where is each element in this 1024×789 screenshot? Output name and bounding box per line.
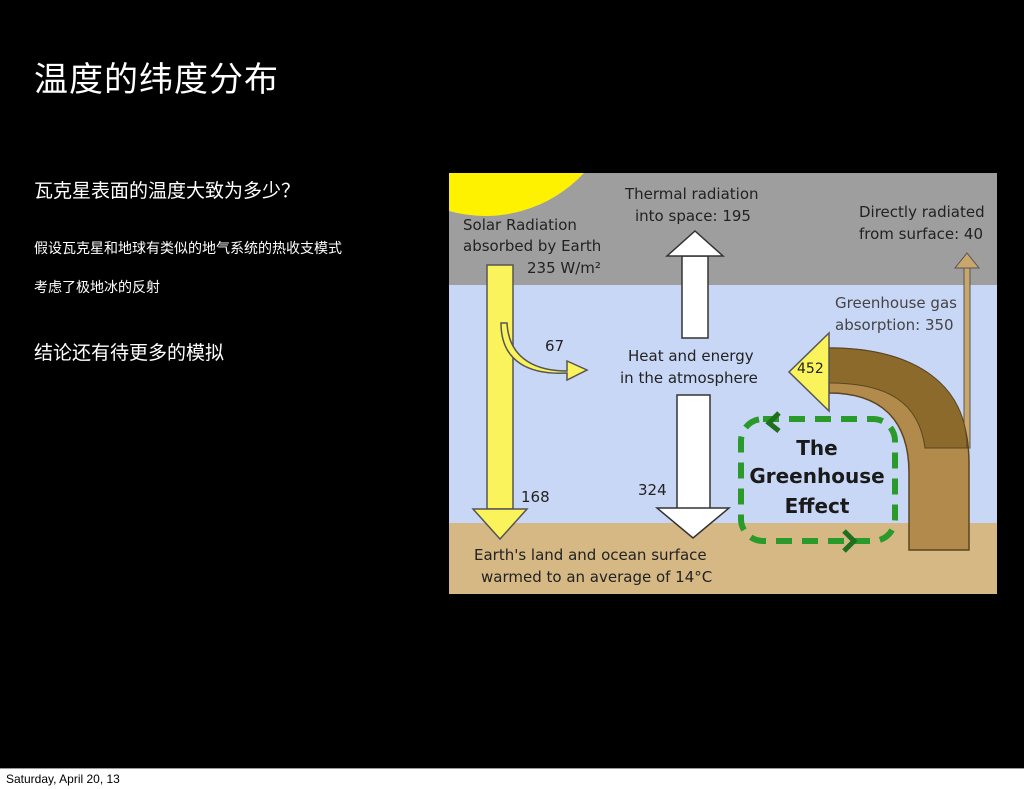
atmo-label-line2: in the atmosphere (620, 369, 758, 387)
solar-value: 235 W/m² (527, 259, 601, 277)
loop-arrow-right-icon (842, 529, 858, 553)
direct-label-line1: Directly radiated (859, 203, 985, 221)
bullet-polar-ice: 考虑了极地冰的反射 (34, 280, 160, 296)
conclusion-text: 结论还有待更多的模拟 (34, 342, 225, 364)
thermal-label-line1: Thermal radiation (624, 185, 759, 203)
ghg-label-line1: Greenhouse gas (835, 294, 957, 312)
footer-bar: Saturday, April 20, 13 (0, 768, 1024, 789)
solar-radiation-arrow (471, 264, 529, 541)
back-radiation-arrow (654, 394, 732, 539)
greenhouse-loop (738, 416, 898, 544)
value-67: 67 (545, 337, 564, 355)
effect-line3: Effect (785, 494, 850, 518)
ghg-label-line2: absorption: 350 (835, 316, 954, 334)
effect-line1: The (796, 436, 837, 460)
question-text: 瓦克星表面的温度大致为多少？ (34, 180, 301, 202)
solar-label-line2: absorbed by Earth (463, 237, 601, 255)
surface-band (449, 523, 997, 594)
greenhouse-effect-diagram: Solar Radiation absorbed by Earth 235 W/… (449, 173, 997, 594)
bullet-assumption: 假设瓦克星和地球有类似的地气系统的热收支模式 (34, 241, 342, 257)
thermal-radiation-arrow (665, 229, 725, 339)
slide-title: 温度的纬度分布 (34, 60, 279, 100)
footer-date: Saturday, April 20, 13 (6, 772, 120, 786)
absorbed-atmosphere-arrow (500, 322, 589, 382)
effect-line2: Greenhouse (749, 464, 884, 488)
value-168: 168 (521, 488, 550, 506)
value-452: 452 (797, 361, 824, 377)
value-324: 324 (638, 481, 667, 499)
solar-label-line1: Solar Radiation (463, 216, 577, 234)
sun-icon (449, 173, 584, 216)
thermal-label-line2: into space: 195 (635, 207, 751, 225)
direct-label-line2: from surface: 40 (859, 225, 983, 243)
greenhouse-gas-pipe (787, 331, 970, 551)
surface-label-line1: Earth's land and ocean surface (474, 546, 707, 564)
loop-arrow-left-icon (765, 411, 781, 433)
slide: 温度的纬度分布 瓦克星表面的温度大致为多少？ 假设瓦克星和地球有类似的地气系统的… (0, 0, 1024, 768)
surface-label-line2: warmed to an average of 14°C (481, 568, 712, 586)
atmo-label-line1: Heat and energy (628, 347, 754, 365)
